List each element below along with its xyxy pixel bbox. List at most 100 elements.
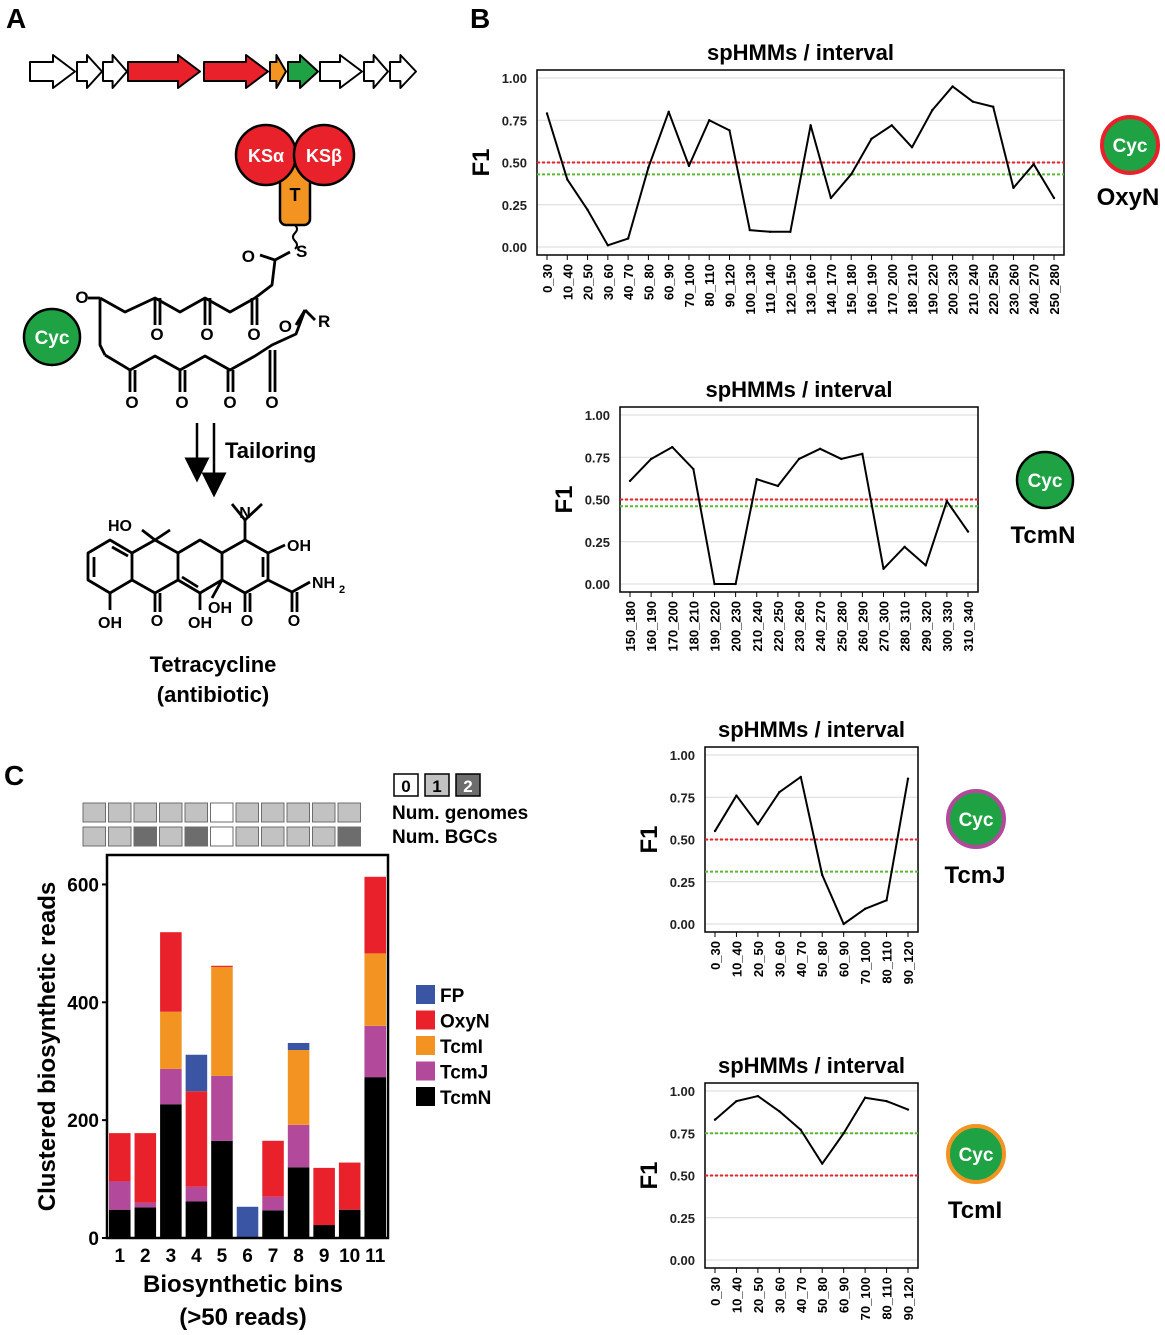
series-line [714,1095,909,1165]
bar-segment [262,1140,284,1197]
bar-segment [338,1162,361,1210]
bar-segment [211,1075,233,1141]
data-point [756,1094,760,1098]
data-point [991,105,995,108]
bar-segment [364,876,386,954]
data-point [971,100,975,103]
chart-title: spHMMs / interval [705,377,892,402]
heatmap-cell [312,826,336,847]
x-tick-label: 280_310 [898,601,913,652]
x-tick-label: 40_70 [794,1277,809,1313]
acp-label: T [290,185,301,205]
heatmap-cell [184,826,208,847]
chart-title: spHMMs / interval [718,717,905,742]
x-tick-label: 11 [365,1246,386,1267]
data-point [778,790,781,794]
heatmap-cell [210,826,234,847]
ks-beta-domain [292,123,356,187]
heatmap-cell [337,826,361,847]
x-tick-label: 190_220 [925,264,940,315]
x-tick-label: 0_30 [540,264,555,293]
data-point [768,230,772,233]
gene-arrow [29,54,76,89]
x-tick-label: 120_150 [783,264,798,315]
heatmap-row-label: Num. genomes [392,803,528,824]
x-tick-label: 9 [319,1246,330,1267]
data-point [1032,162,1035,166]
data-point [735,794,738,797]
data-point [809,124,812,127]
gene-arrow [102,54,128,89]
y-axis-label: F1 [636,825,663,853]
heatmap-cell [159,802,183,823]
oxygen-atom: O [175,393,188,412]
heatmap-legend-label: 1 [432,777,441,796]
x-tick-label: 90_120 [901,941,916,984]
data-point [708,119,711,122]
y-axis-label: Clustered biosynthetic reads [34,882,61,1211]
x-tick-label: 180_210 [905,264,920,315]
x-tick-label: 4 [191,1246,202,1267]
y-tick-label: 0.00 [670,917,695,932]
data-point [649,457,653,461]
chart-title: spHMMs / interval [718,1053,905,1078]
heatmap-cell [108,826,132,847]
oxygen-atom: O [241,613,253,630]
x-tick-label: 50_80 [641,264,656,300]
x-tick-label: 20_50 [581,264,596,300]
legend-swatch [416,1087,435,1106]
x-tick-label: 80_110 [880,1277,895,1320]
panel-label-a: A [6,3,26,34]
x-tick-label: 290_320 [919,601,934,652]
legend-label: TcmI [440,1037,483,1058]
x-tick-label: 10 [339,1246,360,1267]
y-tick-label: 0 [88,1229,99,1250]
legend-label: OxyN [440,1012,490,1033]
legend-swatch [416,1010,435,1030]
heatmap-cell [235,826,259,847]
bar-segment [160,1011,182,1069]
x-tick-label: 130_160 [804,264,819,315]
data-point [647,166,650,169]
x-tick-label: 180_210 [686,601,701,652]
x-tick-label: 100_130 [743,264,758,315]
bar-segment [236,1206,259,1238]
series-line [629,446,969,585]
data-point [890,124,893,127]
data-point [748,228,751,232]
x-tick-label: 170_200 [665,601,680,652]
bar-segment [364,1025,386,1078]
y-tick-label: 0.50 [670,1169,695,1184]
gene-cluster [29,54,417,89]
cyclase-name: TcmN [1011,522,1076,549]
x-tick-label: 30_60 [601,264,616,300]
data-point [818,447,822,450]
ks-beta-label: KSβ [306,146,342,166]
heatmap-cell [159,826,183,847]
data-point [778,1110,781,1113]
data-point [903,545,906,549]
bar-segment [313,1167,335,1226]
y-tick-label: 0.00 [502,240,527,255]
x-tick-label: 10_40 [729,941,744,977]
polyketide-atoms: O O O O O O O O O S O R [75,242,330,412]
bar-segment [160,1104,182,1238]
data-point [566,178,569,181]
x-tick-label: 210_240 [750,601,765,652]
bar-segment [287,1124,310,1168]
x-tick-label: 200_230 [946,264,961,315]
data-point [671,445,674,449]
oxygen-atom: O [125,393,138,412]
bar-segment [109,1181,131,1210]
data-point [687,164,691,168]
cyclase-icon [946,789,1006,849]
x-tick-label: 230_260 [792,601,807,652]
x-tick-label: 220_250 [771,601,786,652]
gene-arrow [203,54,269,89]
product-subtitle: (antibiotic) [157,682,269,707]
sulfur-atom: S [296,242,307,261]
bar-segment [211,1140,233,1238]
x-tick-label: 20_50 [751,1277,766,1313]
data-point [910,146,914,149]
